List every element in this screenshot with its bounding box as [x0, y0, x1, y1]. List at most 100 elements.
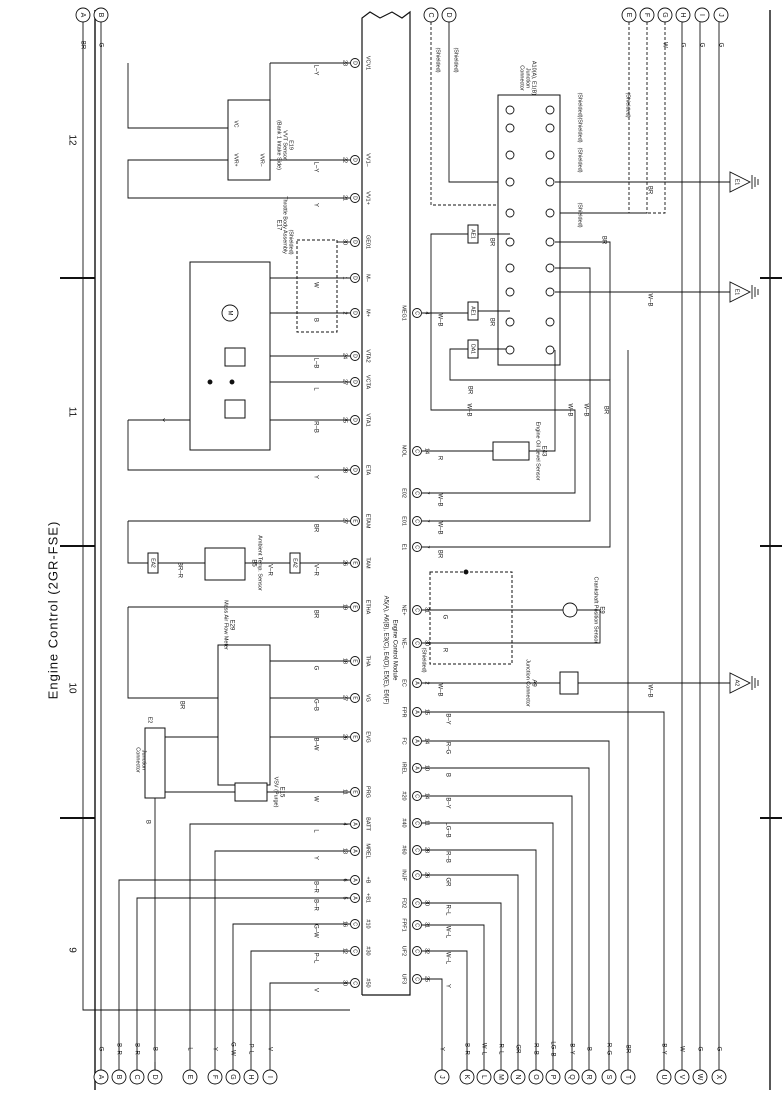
label: VC	[233, 121, 239, 128]
ecm-pin-conn: C	[414, 977, 420, 981]
label: E43	[540, 446, 546, 457]
ecm-pin-num: 27	[342, 518, 348, 524]
ecm-pin	[350, 893, 360, 903]
ecm-pin	[350, 875, 360, 885]
ecm-pin-num: 19	[342, 604, 348, 610]
bottom-connector-label: N	[514, 1074, 521, 1079]
ambient-temp-sensor-b5	[204, 547, 246, 581]
a10-pin	[505, 237, 515, 247]
label: G	[312, 666, 318, 671]
e17-id: E17	[275, 220, 281, 231]
a10-pin	[545, 317, 555, 327]
e19-desc: (Bank 1 Intake Side)	[276, 120, 282, 170]
wire	[555, 241, 611, 380]
column-number: 11	[66, 407, 77, 418]
label: (Shielded)	[577, 92, 583, 117]
ecm-pin-conn: C	[414, 311, 420, 315]
label: A9	[530, 679, 536, 687]
bottom-connector-label: R	[585, 1074, 592, 1079]
a10-pin	[505, 150, 515, 160]
a10-pin	[505, 208, 515, 218]
label: AE1	[470, 229, 476, 239]
label: VSV (Purge)	[273, 777, 279, 808]
ecm-pin-conn: C	[414, 641, 420, 645]
ecm-pin-num: 28	[424, 847, 430, 853]
ecm-pin-name: E1	[401, 544, 407, 551]
a10-pin	[505, 263, 515, 273]
a10-pin	[545, 263, 555, 273]
label: BR	[312, 610, 318, 619]
bottom-connector-label: A	[97, 1075, 104, 1080]
ecm-pin-num: 21	[342, 195, 348, 201]
ecm-pin-conn: C	[414, 491, 420, 495]
ecm-pin-conn: C	[352, 922, 358, 926]
a10-pin	[505, 105, 515, 115]
label: BR	[488, 238, 494, 247]
bottom-connector-n	[510, 1069, 526, 1085]
splice-dot	[207, 379, 213, 385]
top-connector-a	[75, 7, 91, 23]
bottom-connector-label: D	[151, 1074, 158, 1079]
label: R–B	[312, 421, 318, 433]
ecm-pin-conn: D	[352, 418, 358, 422]
connector-ea2	[147, 552, 159, 574]
wire	[214, 850, 350, 1062]
ecm-pin	[350, 193, 360, 203]
bottom-wire-color: R–G	[605, 1043, 611, 1056]
top-wire-color: G	[717, 43, 723, 48]
ecm-pin-name: VCTA	[365, 375, 371, 390]
label: L–B	[312, 358, 318, 369]
ecm-pin	[350, 351, 360, 361]
junction-connector-a10-e1	[497, 94, 561, 366]
a10-pin	[545, 287, 555, 297]
label: Mass Air Flow Meter	[223, 600, 229, 650]
ecm-pin-name: MEG1	[401, 305, 407, 321]
top-connector-e	[621, 7, 637, 23]
ecm-pin-name: FPF1	[401, 918, 407, 931]
label: W–B	[436, 493, 442, 506]
label: BR	[600, 236, 606, 245]
label: P–L	[312, 953, 318, 964]
label: (Shielded)	[435, 47, 441, 72]
a10-pin	[545, 150, 555, 160]
ecm-pin-num: 14	[424, 793, 430, 799]
ecm-pin-conn: C	[352, 981, 358, 985]
label: W–B	[436, 521, 442, 534]
ecm-pin-num: 31	[424, 607, 430, 613]
label: (Shielded)	[577, 117, 583, 142]
top-connector-label: J	[717, 13, 724, 17]
ecm-pin-num: 26	[342, 560, 348, 566]
bottom-connector-label: I	[266, 1076, 273, 1078]
ecm-pin-num: 4	[424, 311, 430, 314]
bottom-connector-h	[243, 1069, 259, 1085]
bottom-connector-label: Q	[568, 1074, 575, 1080]
bottom-wire-color: W	[678, 1046, 684, 1052]
ecm-pin-name: M+	[365, 309, 371, 317]
ecm-pin	[412, 920, 422, 930]
bottom-connector-w	[692, 1069, 708, 1085]
top-wire-color: W	[661, 42, 667, 48]
label: W–B	[566, 403, 572, 416]
shield-crank	[429, 571, 513, 665]
label: E1	[734, 179, 740, 186]
label: BR	[488, 318, 494, 327]
ecm-pin-conn: C	[414, 519, 420, 523]
label: (Shielded)	[453, 47, 459, 72]
wire	[422, 795, 573, 1062]
ecm-pin-conn: C	[414, 794, 420, 798]
ecm-pin-name: M–	[365, 274, 371, 283]
ecm-pin-name: VCV1	[365, 56, 371, 70]
wire	[448, 22, 498, 183]
bottom-connector-o	[528, 1069, 544, 1085]
bottom-connector-s	[601, 1069, 617, 1085]
ecm-pin-num: 13	[342, 848, 348, 854]
ecm-pin-name: VTA1	[365, 413, 371, 426]
ecm-pin-name: #20	[401, 791, 407, 800]
ecm-pin	[350, 415, 360, 425]
top-wire-color: G	[698, 43, 704, 48]
connector-da1	[467, 339, 479, 359]
ecm-pin-name: MOL	[401, 445, 407, 457]
label: Junction	[141, 750, 147, 771]
throttle-motor-icon	[221, 304, 239, 322]
